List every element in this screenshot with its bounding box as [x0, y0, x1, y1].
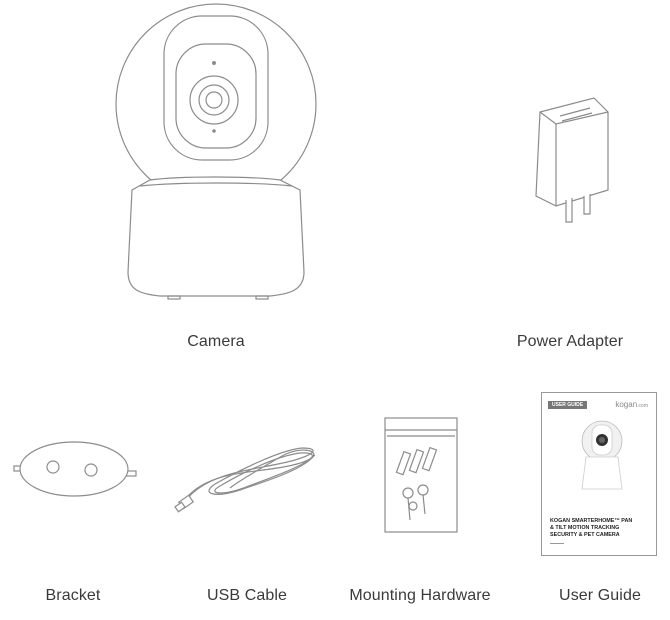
- caption-power-adapter: Power Adapter: [516, 333, 624, 350]
- brand-name: kogan: [615, 400, 638, 409]
- user-guide-cover: USER GUIDE kogan.com KOGAN SMARTERHOME™ …: [541, 392, 657, 556]
- caption-bracket: Bracket: [45, 587, 101, 604]
- guide-camera-image: [581, 420, 623, 490]
- guide-title-line2: & TILT MOTION TRACKING: [550, 525, 620, 531]
- user-guide-tag: USER GUIDE: [548, 401, 588, 409]
- guide-rule: [550, 543, 564, 544]
- caption-usb-cable: USB Cable: [206, 587, 288, 604]
- caption-camera: Camera: [187, 333, 245, 350]
- brand-logo: kogan.com: [615, 400, 648, 409]
- caption-mounting-hardware: Mounting Hardware: [349, 587, 491, 604]
- guide-title-line3: SECURITY & PET CAMERA: [550, 532, 620, 538]
- guide-title-line1: KOGAN SMARTERHOME™ PAN: [550, 518, 633, 524]
- caption-user-guide: User Guide: [559, 587, 641, 604]
- brand-suffix: .com: [637, 403, 648, 409]
